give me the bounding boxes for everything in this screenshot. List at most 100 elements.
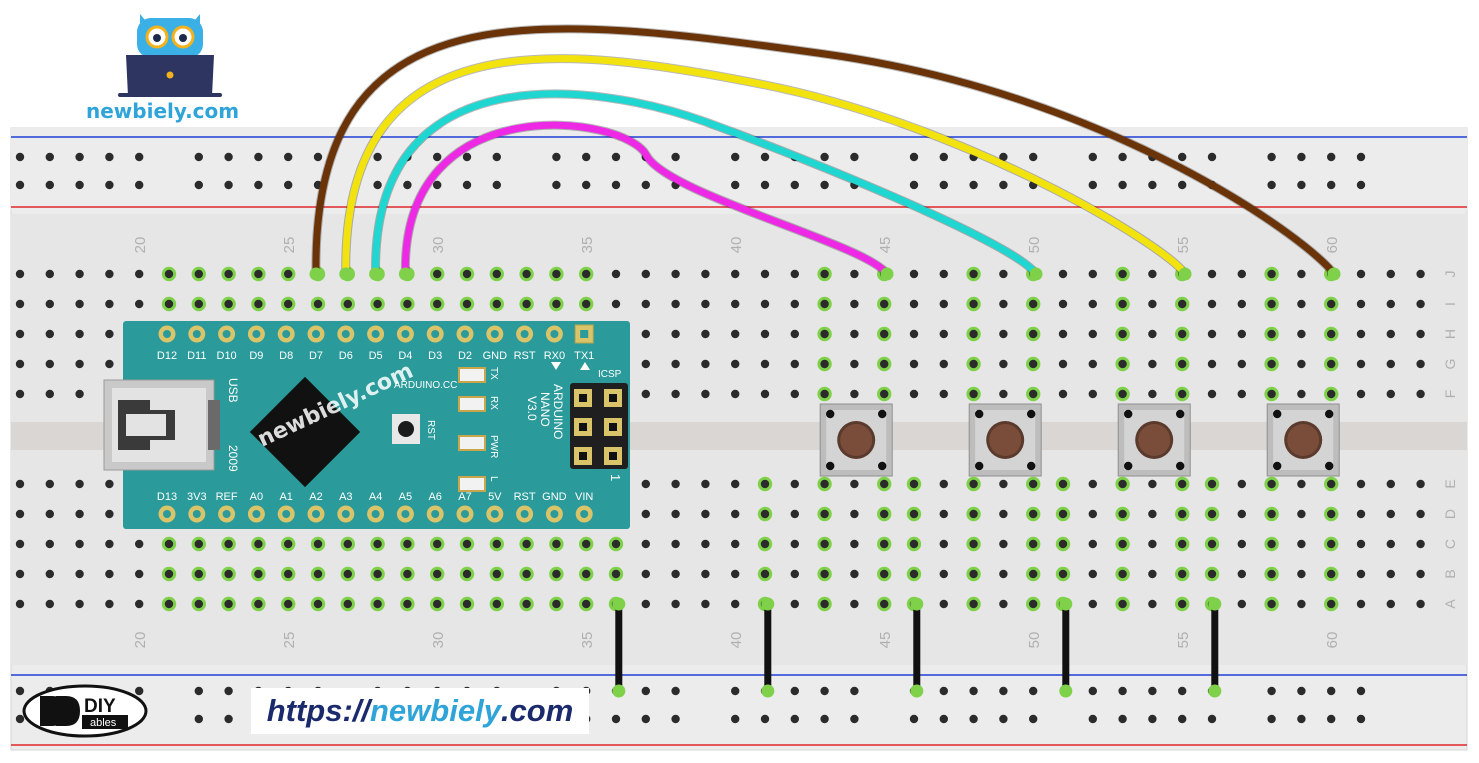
- breadboard-hole: [254, 569, 263, 579]
- breadboard-hole: [611, 269, 621, 279]
- breadboard-hole: [999, 479, 1008, 489]
- breadboard-hole: [1386, 599, 1396, 609]
- status-led: [458, 435, 486, 451]
- breadboard-hole: [731, 329, 740, 339]
- pin-pad-hole: [341, 330, 350, 338]
- breadboard-hole: [731, 359, 740, 369]
- breadboard-hole: [1297, 599, 1306, 609]
- breadboard-hole: [135, 299, 144, 309]
- rail-hole: [194, 714, 203, 724]
- button-post: [1273, 461, 1282, 471]
- rail-hole: [1178, 152, 1187, 162]
- breadboard-hole: [582, 569, 591, 579]
- rail-hole: [105, 180, 114, 190]
- wire-end: [369, 267, 383, 281]
- rail-hole: [75, 180, 84, 190]
- breadboard-hole: [1029, 539, 1038, 549]
- breadboard-hole: [820, 359, 829, 369]
- rail-hole: [731, 180, 740, 190]
- rail-hole: [969, 180, 978, 190]
- breadboard-hole: [641, 329, 650, 339]
- button-cap: [989, 424, 1022, 456]
- rail-hole: [820, 152, 829, 162]
- rail-hole: [1118, 714, 1127, 724]
- wire-end: [309, 267, 323, 281]
- breadboard-hole: [1207, 539, 1217, 549]
- rail-hole: [1029, 714, 1038, 724]
- breadboard-hole: [880, 599, 889, 609]
- breadboard-hole: [790, 599, 799, 609]
- breadboard-hole: [45, 569, 54, 579]
- breadboard-hole: [1118, 539, 1127, 549]
- breadboard-hole: [45, 479, 54, 489]
- breadboard-hole: [1058, 479, 1068, 489]
- breadboard-hole: [433, 299, 442, 309]
- breadboard-hole: [731, 479, 740, 489]
- rail-hole: [760, 180, 770, 190]
- breadboard-hole: [1416, 509, 1425, 519]
- wire-end: [761, 597, 775, 611]
- icsp-label: ICSP: [598, 369, 622, 380]
- breadboard-hole: [313, 599, 323, 609]
- rail-hole: [641, 180, 650, 190]
- breadboard-hole: [75, 269, 84, 279]
- rail-hole: [1297, 686, 1306, 696]
- button-cap: [1138, 424, 1171, 456]
- breadboard-hole: [552, 599, 561, 609]
- pin-pad-hole: [461, 330, 469, 338]
- breadboard-hole: [671, 299, 680, 309]
- pin-pad-hole: [371, 330, 380, 338]
- top-pin-label: D4: [398, 350, 412, 362]
- pin-pad-hole: [192, 510, 201, 518]
- breadboard-hole: [224, 569, 233, 579]
- breadboard-hole: [1207, 269, 1217, 279]
- rail-hole: [939, 714, 948, 724]
- pin-pad-hole: [401, 510, 410, 518]
- breadboard-hole: [880, 359, 889, 369]
- breadboard-hole: [880, 389, 889, 399]
- top-pin-label: D11: [187, 350, 206, 362]
- breadboard-hole: [1148, 359, 1157, 369]
- breadboard-hole: [462, 269, 472, 279]
- breadboard-hole: [760, 299, 770, 309]
- breadboard-hole: [15, 299, 25, 309]
- breadboard-hole: [1416, 269, 1425, 279]
- bottom-pin-label: A6: [428, 491, 441, 503]
- breadboard-hole: [909, 509, 919, 519]
- row-letter: J: [1442, 271, 1458, 278]
- breadboard-hole: [284, 539, 293, 549]
- breadboard-hole: [1356, 359, 1366, 369]
- breadboard-hole: [45, 359, 54, 369]
- breadboard-hole: [164, 599, 174, 609]
- breadboard-hole: [999, 269, 1008, 279]
- breadboard-hole: [284, 269, 293, 279]
- button-4: [1266, 403, 1340, 477]
- breadboard-hole: [820, 299, 829, 309]
- breadboard-hole: [45, 539, 54, 549]
- breadboard-hole: [1207, 479, 1217, 489]
- breadboard-hole: [1267, 569, 1276, 579]
- breadboard-hole: [522, 599, 531, 609]
- bottom-pin-label: A4: [369, 491, 382, 503]
- breadboard-hole: [850, 299, 859, 309]
- breadboard-hole: [135, 599, 144, 609]
- breadboard-hole: [1386, 509, 1396, 519]
- breadboard-hole: [1327, 299, 1336, 309]
- rail-hole: [462, 152, 472, 162]
- breadboard-hole: [433, 269, 442, 279]
- breadboard-hole: [1297, 569, 1306, 579]
- pin-pad-hole: [282, 510, 291, 518]
- breadboard-hole: [790, 269, 799, 279]
- breadboard-hole: [969, 569, 978, 579]
- breadboard-hole: [1237, 389, 1247, 399]
- breadboard-hole: [1267, 269, 1276, 279]
- breadboard-hole: [1237, 509, 1247, 519]
- breadboard-hole: [194, 269, 203, 279]
- rail-hole: [1356, 152, 1366, 162]
- column-number: 35: [579, 632, 596, 649]
- rail-hole: [1297, 180, 1306, 190]
- breadboard-hole: [1207, 569, 1217, 579]
- column-number: 25: [281, 237, 298, 254]
